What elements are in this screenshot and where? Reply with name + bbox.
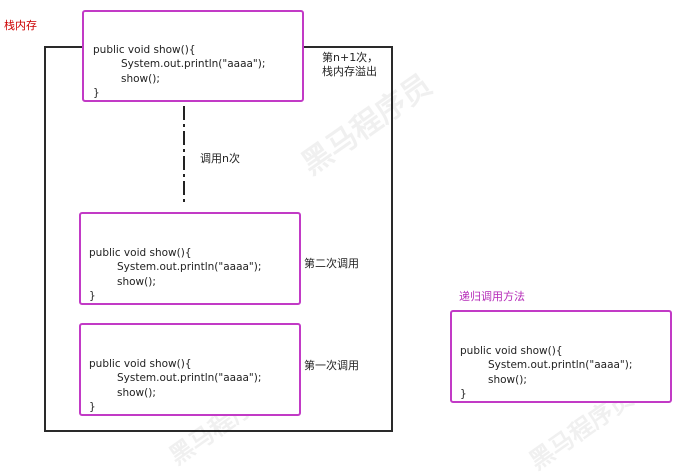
code-box-nth-call: public void show(){ System.out.println("a… [82,10,304,102]
dash-dot-connector [183,106,185,202]
recursion-method-title: 递归调用方法 [459,290,525,303]
code-line: public void show(){ [93,43,196,56]
code-line: show(); [488,373,527,386]
stack-memory-label: 栈内存 [4,19,37,32]
code-line: } [89,401,96,413]
second-call-label: 第二次调用 [304,257,359,270]
code-line: System.out.println("aaaa"); [488,359,633,371]
code-line: System.out.println("aaaa"); [121,58,266,70]
code-line: } [460,388,467,400]
code-line: public void show(){ [89,246,192,259]
code-line: public void show(){ [460,344,563,357]
code-line: } [89,290,96,302]
code-line: System.out.println("aaaa"); [117,261,262,273]
code-line: public void show(){ [89,357,192,370]
call-n-times-label: 调用n次 [200,152,240,165]
code-line: show(); [121,72,160,85]
code-box-second-call: public void show(){ System.out.println("a… [79,212,301,305]
code-line: show(); [117,275,156,288]
stack-overflow-label: 第n+1次， 栈内存溢出 [322,51,378,79]
code-box-recursive-method: public void show(){ System.out.println("a… [450,310,672,403]
stack-overflow-label-line1: 第n+1次， [322,51,379,64]
code-line: } [93,87,100,99]
code-line: show(); [117,386,156,399]
stack-overflow-label-line2: 栈内存溢出 [322,65,377,78]
code-line: System.out.println("aaaa"); [117,372,262,384]
code-box-first-call: public void show(){ System.out.println("a… [79,323,301,416]
first-call-label: 第一次调用 [304,359,359,372]
